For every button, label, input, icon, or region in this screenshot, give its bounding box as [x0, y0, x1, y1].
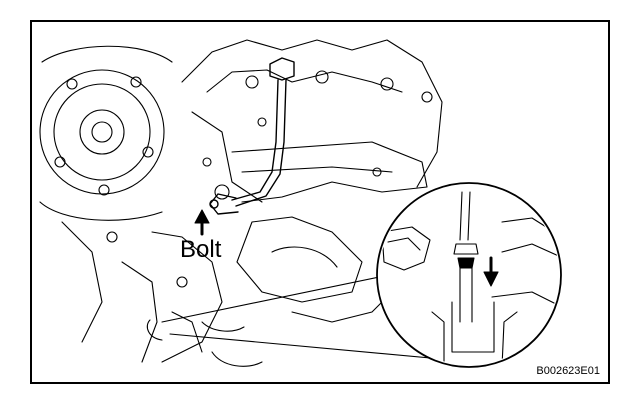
figure-code: B002623E01 — [536, 365, 600, 377]
callout-lines — [146, 275, 453, 361]
diagram-frame: Bolt B002623E01 — [30, 20, 610, 384]
engine-block — [61, 39, 443, 367]
up-arrow-icon — [194, 209, 210, 236]
down-arrow-icon — [483, 256, 499, 287]
bolt-label: Bolt — [180, 236, 222, 263]
oil-level-gauge-guide — [209, 57, 295, 215]
engine-illustration — [39, 39, 562, 368]
detail-inset — [376, 182, 562, 368]
crank-pulley — [39, 45, 173, 221]
